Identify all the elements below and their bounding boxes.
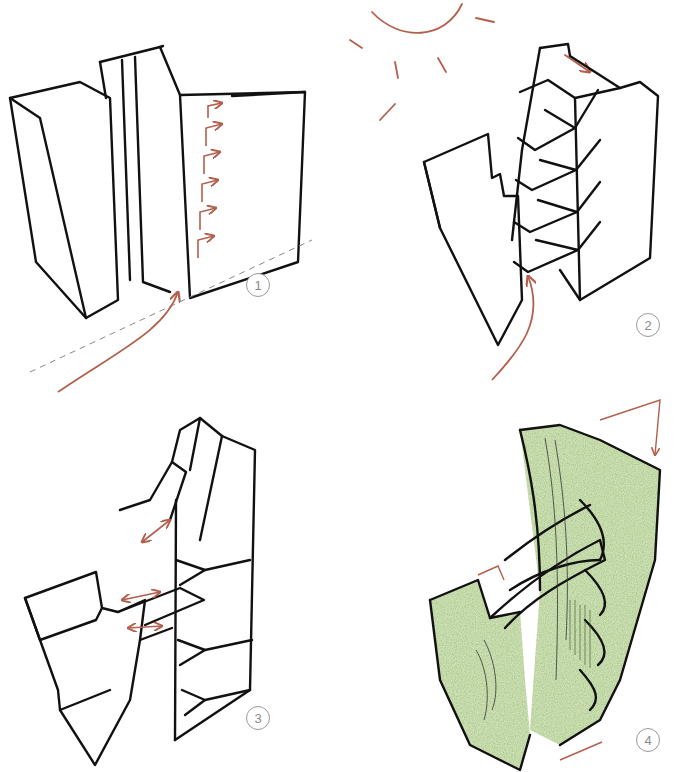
callout-circle: 2 — [636, 313, 660, 337]
sketch-four — [430, 400, 660, 770]
sketch-one — [10, 46, 305, 318]
approach-arrow — [58, 292, 178, 392]
callout-circle: 1 — [246, 273, 270, 297]
sun-symbol — [350, 4, 590, 120]
movement-arrows — [122, 520, 170, 628]
stepped-arrows — [198, 103, 222, 258]
callout-number: 3 — [254, 712, 261, 725]
callout-number: 4 — [644, 734, 651, 747]
sketch-two — [424, 44, 658, 345]
callout-circle: 3 — [246, 706, 270, 730]
callout-number: 1 — [254, 279, 261, 292]
sketch-three — [25, 418, 255, 765]
callout-circle: 4 — [636, 728, 660, 752]
callout-number: 2 — [644, 319, 651, 332]
approach-arrow — [492, 276, 534, 380]
